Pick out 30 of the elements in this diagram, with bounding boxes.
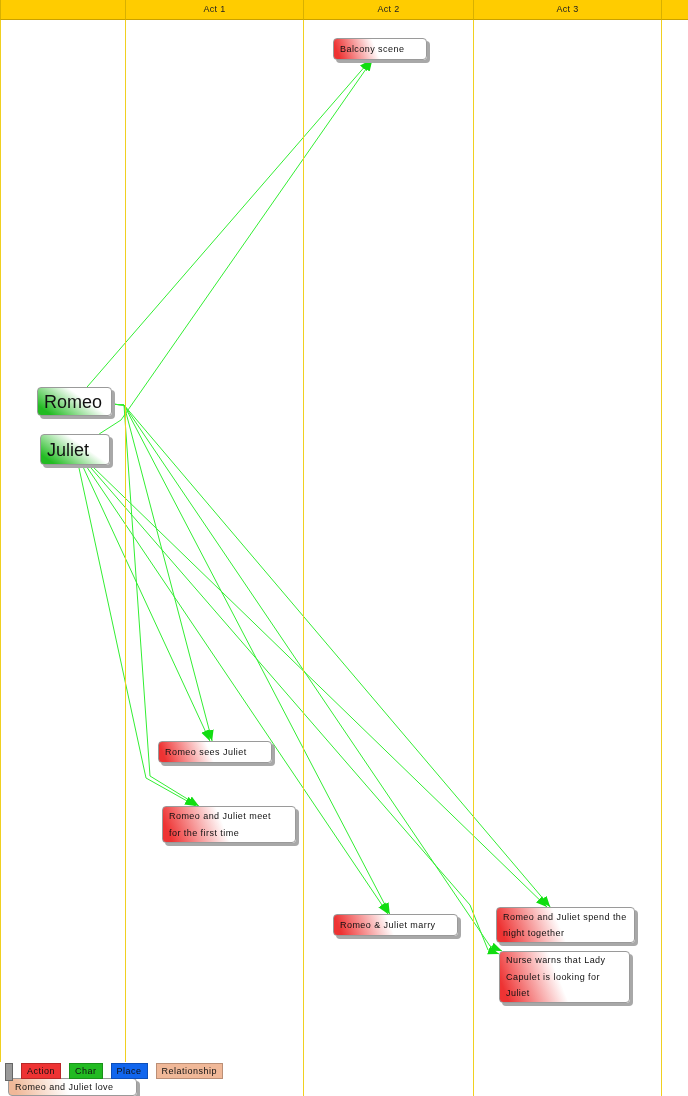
card-text: Nurse warns that Lady Capulet is looking for Juliet (506, 954, 607, 1001)
swimlane (0, 0, 125, 1062)
swimlane (473, 0, 661, 1096)
lane-header: Act 1 (125, 0, 303, 20)
character-name: Romeo (44, 390, 103, 413)
lane-header: Act 2 (303, 0, 473, 20)
card-text: Romeo and Juliet love (15, 1080, 114, 1094)
action-card (499, 951, 630, 1003)
legend-key: Place (110, 1063, 148, 1079)
card-text: Romeo and Juliet spend the night together (503, 910, 627, 940)
relationship-card (8, 1078, 137, 1096)
character-card (40, 434, 110, 465)
card-text: Romeo and Juliet meet for the first time (169, 810, 272, 840)
legend-key: Action (21, 1063, 61, 1079)
action-card (333, 914, 458, 936)
character-card (37, 387, 112, 416)
action-card (162, 806, 296, 843)
swimlane (661, 0, 688, 1096)
card-text: Romeo sees Juliet (165, 745, 247, 759)
action-card (333, 38, 427, 60)
action-card (158, 741, 272, 763)
swimlane (125, 0, 303, 1062)
card-text: Romeo & Juliet marry (340, 918, 436, 932)
character-name: Juliet (47, 438, 90, 461)
swimlane (303, 0, 473, 1096)
legend-key: Relationship (155, 1063, 224, 1079)
lane-header: Act 3 (473, 0, 661, 20)
card-text: Balcony scene (340, 42, 405, 56)
action-card (496, 907, 635, 943)
legend-key: Char (69, 1063, 103, 1079)
